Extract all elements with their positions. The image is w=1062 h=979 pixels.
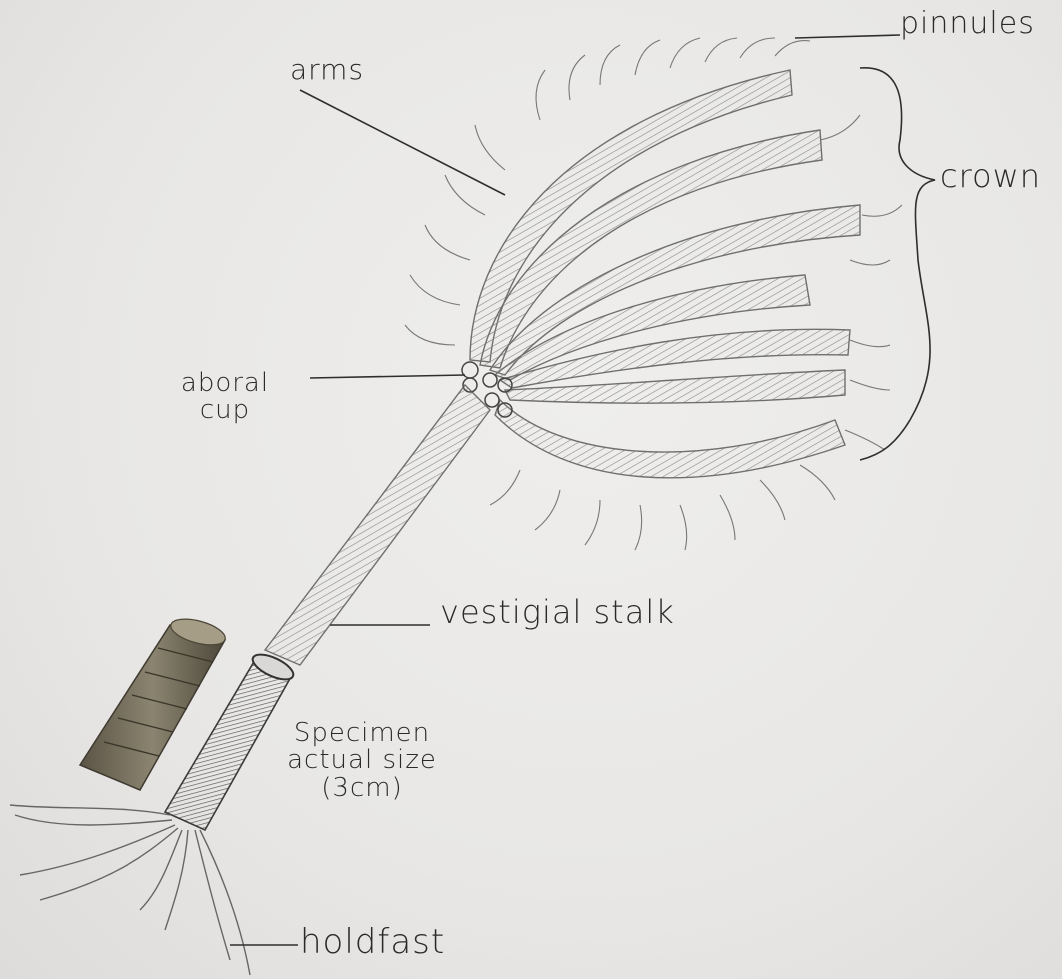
label-holdfast: holdfast (300, 925, 445, 961)
label-specimen: Specimen actual size (3cm) (262, 720, 462, 802)
arms-leader (300, 90, 505, 195)
label-crown: crown (940, 160, 1041, 194)
label-aboral-cup: aboral cup (170, 370, 280, 425)
label-specimen-line2: actual size (262, 747, 462, 774)
label-arms: arms (290, 55, 364, 84)
aboral-leader (310, 375, 465, 378)
label-aboral-line1: aboral (170, 370, 280, 397)
pinnules-leader (795, 35, 900, 38)
arm-7 (495, 400, 845, 478)
label-pinnules: pinnules (900, 8, 1035, 40)
label-aboral-line2: cup (170, 397, 280, 424)
label-specimen-line1: Specimen (262, 720, 462, 747)
arms-group (470, 70, 860, 478)
label-vestigial-stalk: vestigial stalk (440, 596, 675, 630)
crown-bracket (860, 68, 935, 460)
label-specimen-line3: (3cm) (262, 775, 462, 802)
holdfast-drawing (10, 805, 250, 975)
